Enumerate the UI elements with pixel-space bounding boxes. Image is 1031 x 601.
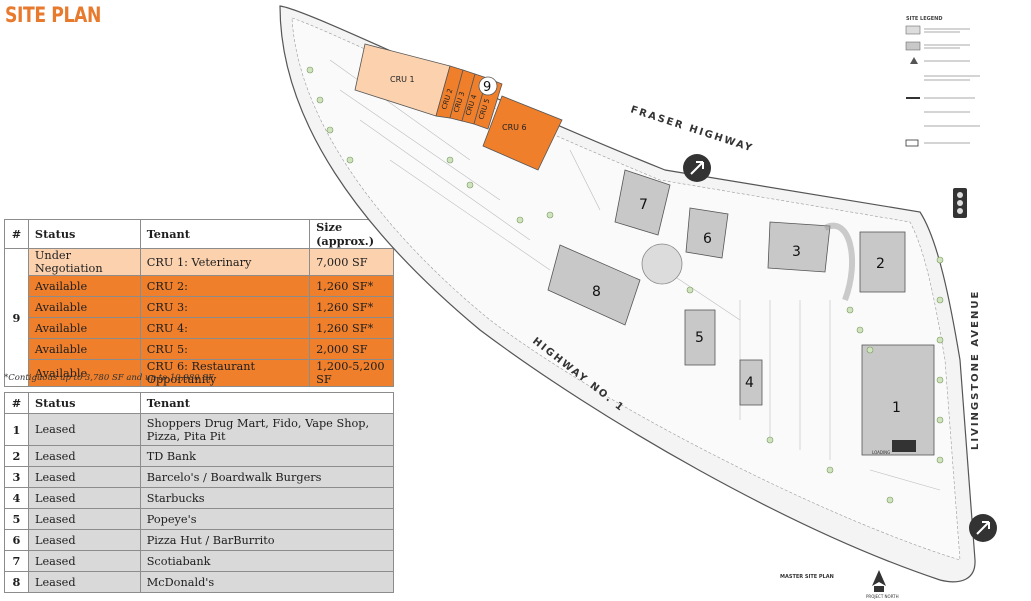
north-arrow-icon (872, 570, 886, 592)
status-cell: Leased (27, 445, 141, 467)
cru-6-building (482, 95, 563, 171)
road-label-fraser: FRASER HIGHWAY (629, 104, 755, 154)
row-number: 4 (4, 487, 29, 509)
building-6 (685, 207, 729, 259)
building-9-cru-group: CRU 1 CRU 2 CRU 3 CRU 4 CRU 5 CRU 6 9 (354, 43, 563, 171)
building-8-number: 8 (592, 284, 601, 300)
tenant-cell: CRU 6: Restaurant Opportunity (139, 359, 311, 387)
traffic-signal-icon (953, 188, 967, 218)
building-8 (547, 244, 641, 326)
access-arrow-icon (683, 154, 711, 182)
building-3-number: 3 (792, 244, 801, 260)
site-plan-map: FRASER HIGHWAY HIGHWAY NO. 1 LIVINGSTONE… (279, 5, 997, 599)
tenant-cell: CRU 1: Veterinary (139, 248, 311, 276)
landscape-trees (306, 66, 944, 504)
building-9-marker (478, 76, 498, 96)
access-arrow-icon (969, 514, 997, 542)
status-cell: Available (27, 338, 141, 360)
building-6-number: 6 (703, 231, 712, 247)
building-2 (859, 231, 906, 293)
status-cell: Leased (27, 508, 141, 530)
loading-label: LOADING (872, 450, 890, 455)
status-cell: Leased (27, 466, 141, 488)
table-row: 8 Leased McDonald's (4, 571, 395, 593)
row-number: 5 (4, 508, 29, 530)
table-row: Available CRU 6: Restaurant Opportunity … (5, 359, 394, 387)
table-row: Available CRU 2: 1,260 SF* (5, 275, 394, 297)
drive-through-lane (823, 222, 855, 302)
building-1 (861, 344, 935, 456)
status-cell: Under Negotiation (27, 248, 141, 276)
building-9-number: 9 (483, 80, 491, 95)
tenant-cell: CRU 2: (139, 275, 311, 297)
cru-table-header: # Status Tenant Size (approx.) (4, 219, 394, 249)
cru-availability-table: # Status Tenant Size (approx.) 9 Under N… (4, 219, 394, 387)
table-row: 5 Leased Popeye's (4, 508, 395, 530)
loading-dock (892, 440, 916, 452)
status-cell: Available (27, 275, 141, 297)
table-row: 4 Leased Starbucks (4, 487, 395, 509)
tenant-cell: Starbucks (139, 487, 395, 509)
header-number: # (4, 392, 29, 414)
row-number: 3 (4, 466, 29, 488)
building-1-number: 1 (892, 400, 901, 416)
master-plan-label: MASTER SITE PLAN (780, 574, 834, 580)
row-number: 7 (4, 550, 29, 572)
status-cell: Available (27, 317, 141, 339)
row-number: 2 (4, 445, 29, 467)
status-cell: Leased (27, 487, 141, 509)
header-status: Status (27, 219, 141, 249)
building-4 (739, 359, 763, 406)
cru-6-label: CRU 6 (502, 123, 527, 132)
header-number: # (4, 219, 29, 249)
status-cell: Leased (27, 413, 141, 446)
tenant-cell: CRU 4: (139, 317, 311, 339)
building-4-number: 4 (745, 375, 754, 391)
tenant-cell: TD Bank (139, 445, 395, 467)
north-label: PROJECT NORTH (866, 594, 899, 599)
table-row: 2 Leased TD Bank (4, 445, 395, 467)
status-cell: Available (27, 359, 141, 387)
table-row: 3 Leased Barcelo's / Boardwalk Burgers (4, 466, 395, 488)
row-number: 6 (4, 529, 29, 551)
building-7-number: 7 (639, 197, 648, 213)
tenant-cell: McDonald's (139, 571, 395, 593)
tenant-cell: Popeye's (139, 508, 395, 530)
contiguous-footnote: *Contiguous up to 3,780 SF and up to 10,… (4, 373, 215, 383)
legend-title: SITE LEGEND (906, 16, 942, 22)
building-2-number: 2 (876, 256, 885, 272)
building-3 (767, 221, 831, 273)
row-number: 1 (4, 413, 29, 446)
leased-tenants-table: # Status Tenant 1 Leased Shoppers Drug M… (4, 392, 395, 593)
roundabout (641, 243, 683, 285)
row-number: 8 (4, 571, 29, 593)
lease-table-header: # Status Tenant (4, 392, 395, 414)
status-cell: Available (27, 296, 141, 318)
group-number: 9 (4, 248, 29, 387)
header-status: Status (27, 392, 141, 414)
road-label-livingstone: LIVINGSTONE AVENUE (970, 290, 981, 450)
tenant-cell: Barcelo's / Boardwalk Burgers (139, 466, 395, 488)
cru-1-label: CRU 1 (390, 75, 415, 84)
status-cell: Leased (27, 529, 141, 551)
building-5 (684, 309, 716, 366)
table-row: 9 Under Negotiation CRU 1: Veterinary 7,… (4, 248, 394, 387)
size-cell: 1,200-5,200 SF (309, 359, 394, 387)
status-cell: Leased (27, 550, 141, 572)
tenant-cell: CRU 5: (139, 338, 311, 360)
page-title: SITE PLAN (5, 3, 101, 27)
status-cell: Leased (27, 571, 141, 593)
building-7 (614, 169, 671, 236)
header-tenant: Tenant (139, 219, 311, 249)
table-row: Available CRU 3: 1,260 SF* (5, 296, 394, 318)
site-legend: SITE LEGEND (905, 16, 980, 147)
building-5-number: 5 (695, 330, 704, 346)
size-cell: 1,260 SF* (309, 275, 394, 297)
